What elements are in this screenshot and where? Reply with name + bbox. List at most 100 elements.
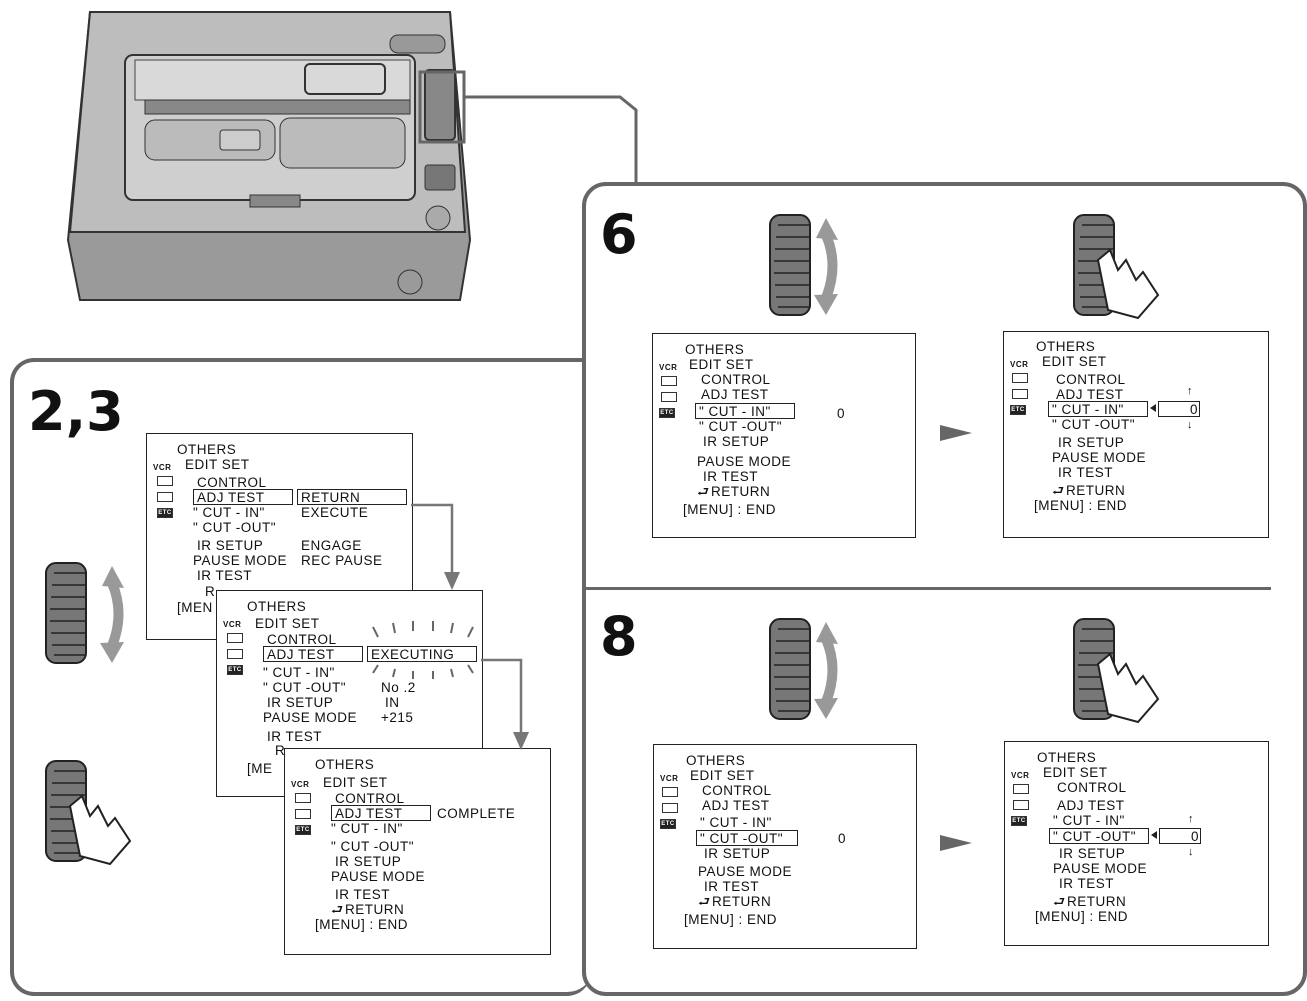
camera-icon [295,793,311,803]
menu-item-ir-setup: IR SETUP [703,434,770,449]
menu-title: OTHERS [315,757,375,772]
up-arrow-icon: ↑ [1187,385,1193,397]
menu-item-cut-in: " CUT - IN" [699,404,771,419]
menu-item-ir-setup: IR SETUP [197,538,264,553]
vcr-icon: VCR [1010,360,1029,369]
menu-item-adj-test: ADJ TEST [267,647,335,662]
menu-item-cut-out: " CUT -OUT" [1052,417,1136,432]
menu-item-cut-in: " CUT - IN" [263,665,335,680]
menu-end-hint: [MENU] : END [683,502,777,517]
camera-icon [661,376,677,386]
tape-icon [1012,389,1028,399]
menu-end-partial: [MEN [177,600,213,615]
menu-item-return-partial: R [205,584,216,599]
menu-screen-8b: OTHERS VCR EDIT SET CONTROL ADJ TEST ETC… [1004,741,1269,946]
menu-item-edit-set: EDIT SET [185,457,250,472]
etc-icon: ETC [659,408,675,418]
jog-dial-rotate-icon-8 [769,618,838,720]
menu-title: OTHERS [686,753,746,768]
menu-screen-8a: OTHERS VCR EDIT SET CONTROL ADJ TEST ETC… [653,744,917,949]
menu-item-ir-setup: IR SETUP [1058,435,1125,450]
option-in: IN [385,695,400,710]
etc-icon: ETC [1010,405,1026,415]
menu-item-cut-in: " CUT - IN" [193,505,265,520]
menu-end-partial: [ME [247,761,273,776]
menu-item-control: CONTROL [1057,780,1127,795]
step-label-2-3: 2,3 [28,380,124,443]
menu-item-ir-test: IR TEST [1058,465,1114,480]
menu-item-return: RETURN [345,902,405,917]
vcr-icon: VCR [223,620,242,629]
selected-item-box [696,830,798,846]
menu-item-ir-test: IR TEST [703,469,759,484]
menu-screen-c: OTHERS VCR EDIT SET CONTROL ADJ TEST ETC… [284,748,551,955]
camera-icon [1013,784,1029,794]
option-value: 0 [837,406,846,421]
vcr-icon: VCR [153,463,172,472]
menu-title: OTHERS [1037,750,1097,765]
menu-end-hint: [MENU] : END [1034,498,1128,513]
tape-icon [1013,800,1029,810]
jog-dial-rotate-icon [45,562,124,664]
etc-icon: ETC [295,825,311,835]
vcr-icon: VCR [1011,771,1030,780]
menu-item-cut-out: " CUT -OUT" [700,831,784,846]
menu-end-hint: [MENU] : END [684,912,778,927]
down-arrow-icon: ↓ [1187,419,1193,431]
selected-item-box [695,403,795,419]
return-arrow-icon: ⮐ [1052,483,1065,498]
menu-item-control: CONTROL [701,372,771,387]
device-illustration [66,11,472,301]
camera-icon [227,633,243,643]
option-complete: COMPLETE [437,806,516,821]
menu-item-adj-test: ADJ TEST [335,806,403,821]
menu-screen-6b: OTHERS VCR EDIT SET CONTROL ADJ TEST ETC… [1003,331,1269,538]
etc-icon: ETC [1011,816,1027,826]
return-arrow-icon: ⮐ [698,894,711,909]
down-arrow-icon: ↓ [1188,846,1194,858]
option-execute: EXECUTE [301,505,369,520]
blinking-rays [372,621,474,679]
menu-item-pause-mode: PAUSE MODE [193,553,288,568]
jog-dial-rotate-icon-6 [769,214,838,316]
menu-item-cut-in: " CUT - IN" [700,815,772,830]
selected-item-box [193,489,293,505]
menu-item-return: RETURN [1066,483,1126,498]
return-arrow-icon: ⮐ [331,902,344,917]
menu-item-cut-out: " CUT -OUT" [263,680,347,695]
menu-item-adj-test: ADJ TEST [197,490,265,505]
menu-item-pause-mode: PAUSE MODE [1052,450,1147,465]
value-box [1159,828,1201,844]
option-box [367,646,477,662]
menu-title: OTHERS [1036,339,1096,354]
vcr-icon: VCR [659,363,678,372]
menu-item-pause-mode: PAUSE MODE [1053,861,1148,876]
option-return: RETURN [301,490,361,505]
menu-item-return: RETURN [711,484,771,499]
menu-title: OTHERS [247,599,307,614]
option-value: +215 [381,710,414,725]
jog-dial-press-icon-8 [1073,618,1160,724]
menu-item-adj-test: ADJ TEST [701,387,769,402]
menu-item-pause-mode: PAUSE MODE [331,869,426,884]
tape-icon [227,649,243,659]
menu-item-ir-test: IR TEST [1059,876,1115,891]
panel-divider [586,587,1271,590]
camera-icon [662,787,678,797]
tape-icon [661,392,677,402]
tape-icon [295,809,311,819]
option-executing: EXECUTING [371,647,455,662]
menu-item-adj-test: ADJ TEST [1057,798,1125,813]
menu-item-cut-out: " CUT -OUT" [699,419,783,434]
jog-dial-press-icon [45,760,132,866]
menu-item-ir-setup: IR SETUP [704,846,771,861]
menu-item-pause-mode: PAUSE MODE [698,864,793,879]
pointer-icon [1150,404,1156,412]
etc-icon: ETC [660,819,676,829]
tape-icon [157,492,173,502]
menu-item-adj-test: ADJ TEST [702,798,770,813]
option-value: 0 [1190,402,1199,417]
menu-item-ir-test: IR TEST [197,568,253,583]
value-box [1158,401,1200,417]
